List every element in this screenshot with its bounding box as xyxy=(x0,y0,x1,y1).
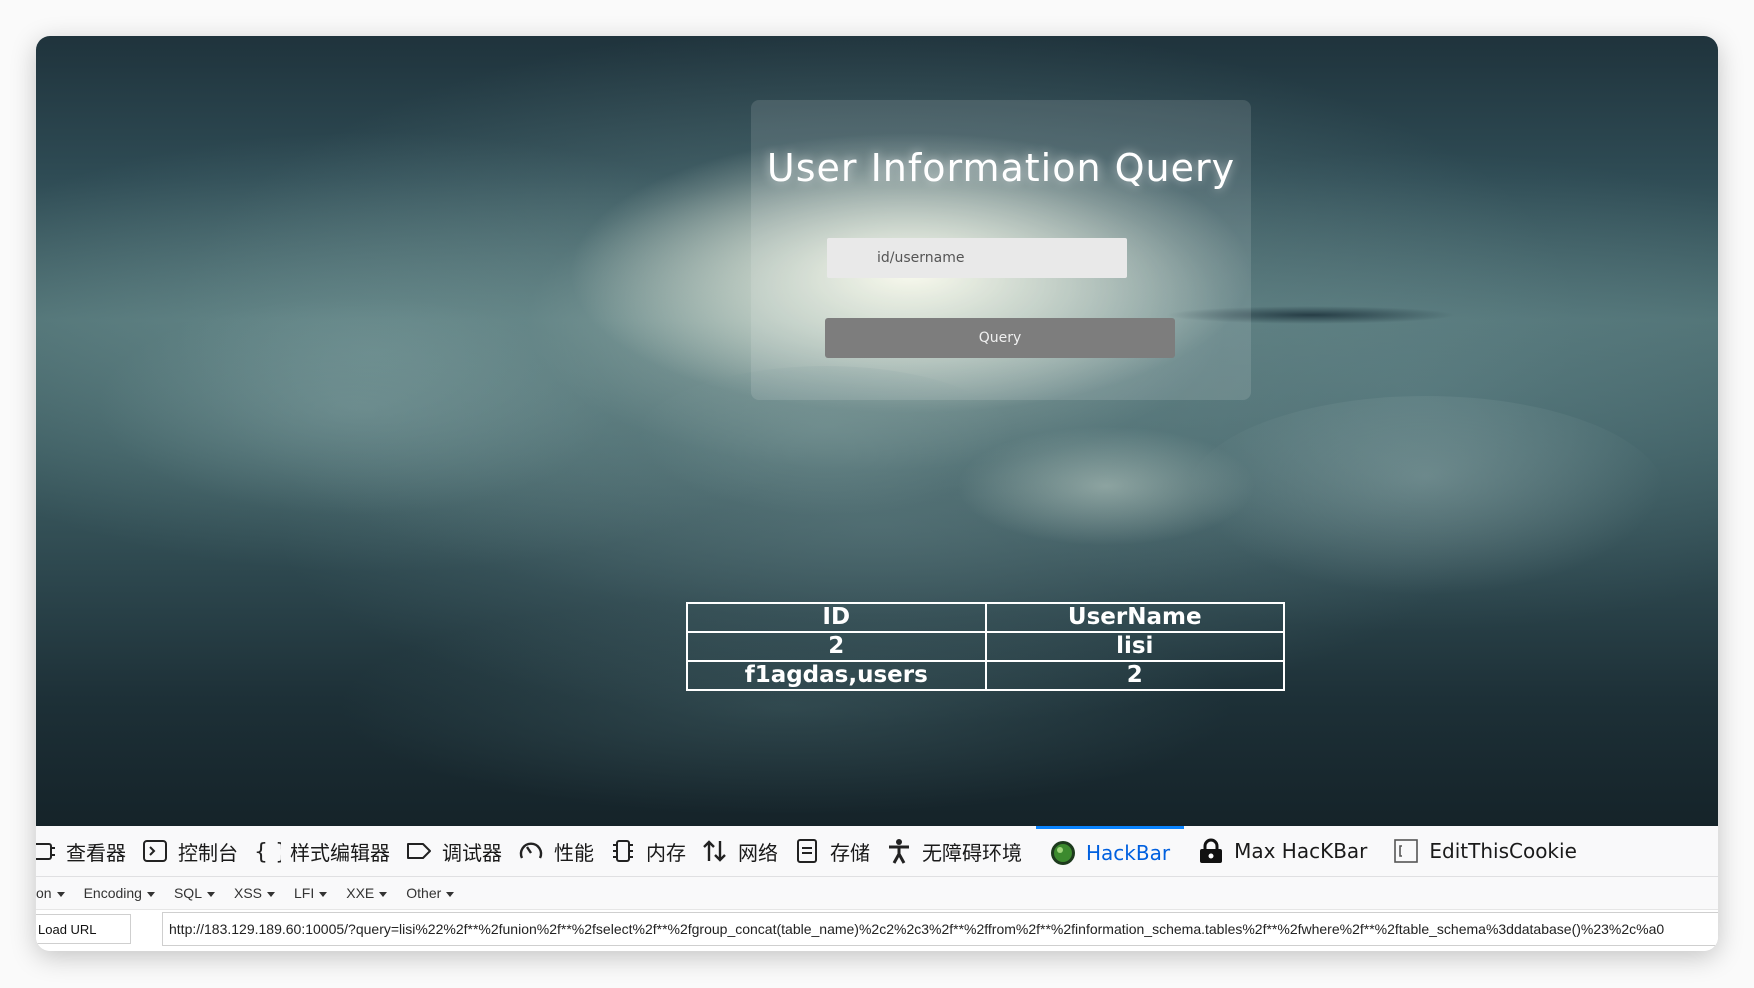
menu-lfi[interactable]: LFI xyxy=(294,885,328,901)
menu-label: SQL xyxy=(173,885,202,901)
console-icon xyxy=(140,836,170,866)
tab-label: 查看器 xyxy=(66,840,126,865)
column-header-username: UserName xyxy=(984,602,1285,633)
tab-console[interactable]: 控制台 xyxy=(140,826,252,876)
braces-icon: { } xyxy=(252,836,282,866)
performance-gauge-icon xyxy=(516,836,546,866)
load-url-button[interactable]: Load URL xyxy=(36,914,131,944)
tab-editthiscookie[interactable]: EditThisCookie xyxy=(1381,826,1590,876)
menu-encoding[interactable]: Encoding xyxy=(84,885,155,901)
tab-label: 性能 xyxy=(554,840,594,865)
tab-label: 无障碍环境 xyxy=(922,840,1022,865)
menu-label: XSS xyxy=(233,885,262,901)
menu-sql[interactable]: SQL xyxy=(174,885,215,901)
chevron-down-icon xyxy=(446,891,455,897)
tab-hackbar[interactable]: HackBar xyxy=(1036,826,1185,876)
menu-label: LFI xyxy=(294,885,315,901)
tab-memory[interactable]: 内存 xyxy=(608,826,700,876)
url-input[interactable] xyxy=(162,912,1718,946)
debugger-icon xyxy=(404,836,434,866)
tab-accessibility[interactable]: 无障碍环境 xyxy=(884,826,1036,876)
cookie-icon xyxy=(1391,836,1421,866)
search-input[interactable] xyxy=(827,238,1127,278)
browser-window: User Information Query Query ID UserName… xyxy=(36,36,1718,951)
tab-storage[interactable]: 存储 xyxy=(792,826,884,876)
table-row: 2 lisi xyxy=(686,631,1285,662)
network-arrows-icon xyxy=(700,836,730,866)
table-row: f1agdas,users 2 xyxy=(686,660,1285,691)
tab-max-hackbar[interactable]: Max HacKBar xyxy=(1184,826,1381,876)
tab-label: EditThisCookie xyxy=(1429,839,1577,863)
menu-xss[interactable]: XSS xyxy=(234,885,275,901)
svg-text:{ }: { } xyxy=(254,840,281,864)
table-cell-username: lisi xyxy=(984,631,1285,662)
max-hackbar-lock-icon xyxy=(1196,836,1226,866)
tab-network[interactable]: 网络 xyxy=(700,826,792,876)
result-table: ID UserName 2 lisi f1agdas,users 2 xyxy=(686,602,1285,691)
chevron-down-icon xyxy=(379,891,388,897)
chevron-down-icon xyxy=(206,891,215,897)
tab-label: 网络 xyxy=(738,840,778,865)
query-button[interactable]: Query xyxy=(825,318,1175,358)
menu-label: Encoding xyxy=(83,885,142,901)
table-cell-username: 2 xyxy=(984,660,1285,691)
column-header-id: ID xyxy=(686,602,987,633)
query-card: User Information Query Query xyxy=(751,100,1251,400)
hackbar-toolbar: on Encoding SQL XSS LFI XXE Other xyxy=(36,877,1718,910)
tab-label: 存储 xyxy=(830,840,870,865)
table-cell-id: 2 xyxy=(686,631,987,662)
hackbar-url-row: Load URL xyxy=(36,910,1718,951)
chevron-down-icon xyxy=(56,891,65,897)
page-title: User Information Query xyxy=(766,146,1236,190)
tab-inspector[interactable]: 查看器 xyxy=(36,826,140,876)
devtools-tab-bar: 查看器 控制台 { } 样式编辑器 调试器 性能 xyxy=(36,826,1718,877)
inspector-icon xyxy=(36,836,58,866)
tab-label: HackBar xyxy=(1086,840,1171,865)
menu-label: on xyxy=(36,885,52,901)
page-viewport: User Information Query Query ID UserName… xyxy=(36,36,1718,826)
tab-debugger[interactable]: 调试器 xyxy=(404,826,516,876)
memory-chip-icon xyxy=(608,836,638,866)
tab-label: 样式编辑器 xyxy=(290,840,390,865)
accessibility-person-icon xyxy=(884,836,914,866)
tab-label: 调试器 xyxy=(442,840,502,865)
menu-other[interactable]: Other xyxy=(406,885,455,901)
tab-style-editor[interactable]: { } 样式编辑器 xyxy=(252,826,404,876)
tab-label: 内存 xyxy=(646,840,686,865)
table-cell-id: f1agdas,users xyxy=(686,660,987,691)
chevron-down-icon xyxy=(146,891,155,897)
chevron-down-icon xyxy=(267,891,275,897)
hackbar-logo-icon xyxy=(1048,838,1078,868)
tab-performance[interactable]: 性能 xyxy=(516,826,608,876)
menu-xxe[interactable]: XXE xyxy=(346,885,388,901)
menu-label: XXE xyxy=(346,885,375,901)
chevron-down-icon xyxy=(319,891,328,897)
menu-label: Other xyxy=(406,885,442,901)
menu-options[interactable]: on xyxy=(36,885,65,901)
storage-icon xyxy=(792,836,822,866)
table-header-row: ID UserName xyxy=(686,602,1285,633)
tab-label: 控制台 xyxy=(178,840,238,865)
tab-label: Max HacKBar xyxy=(1234,839,1368,863)
